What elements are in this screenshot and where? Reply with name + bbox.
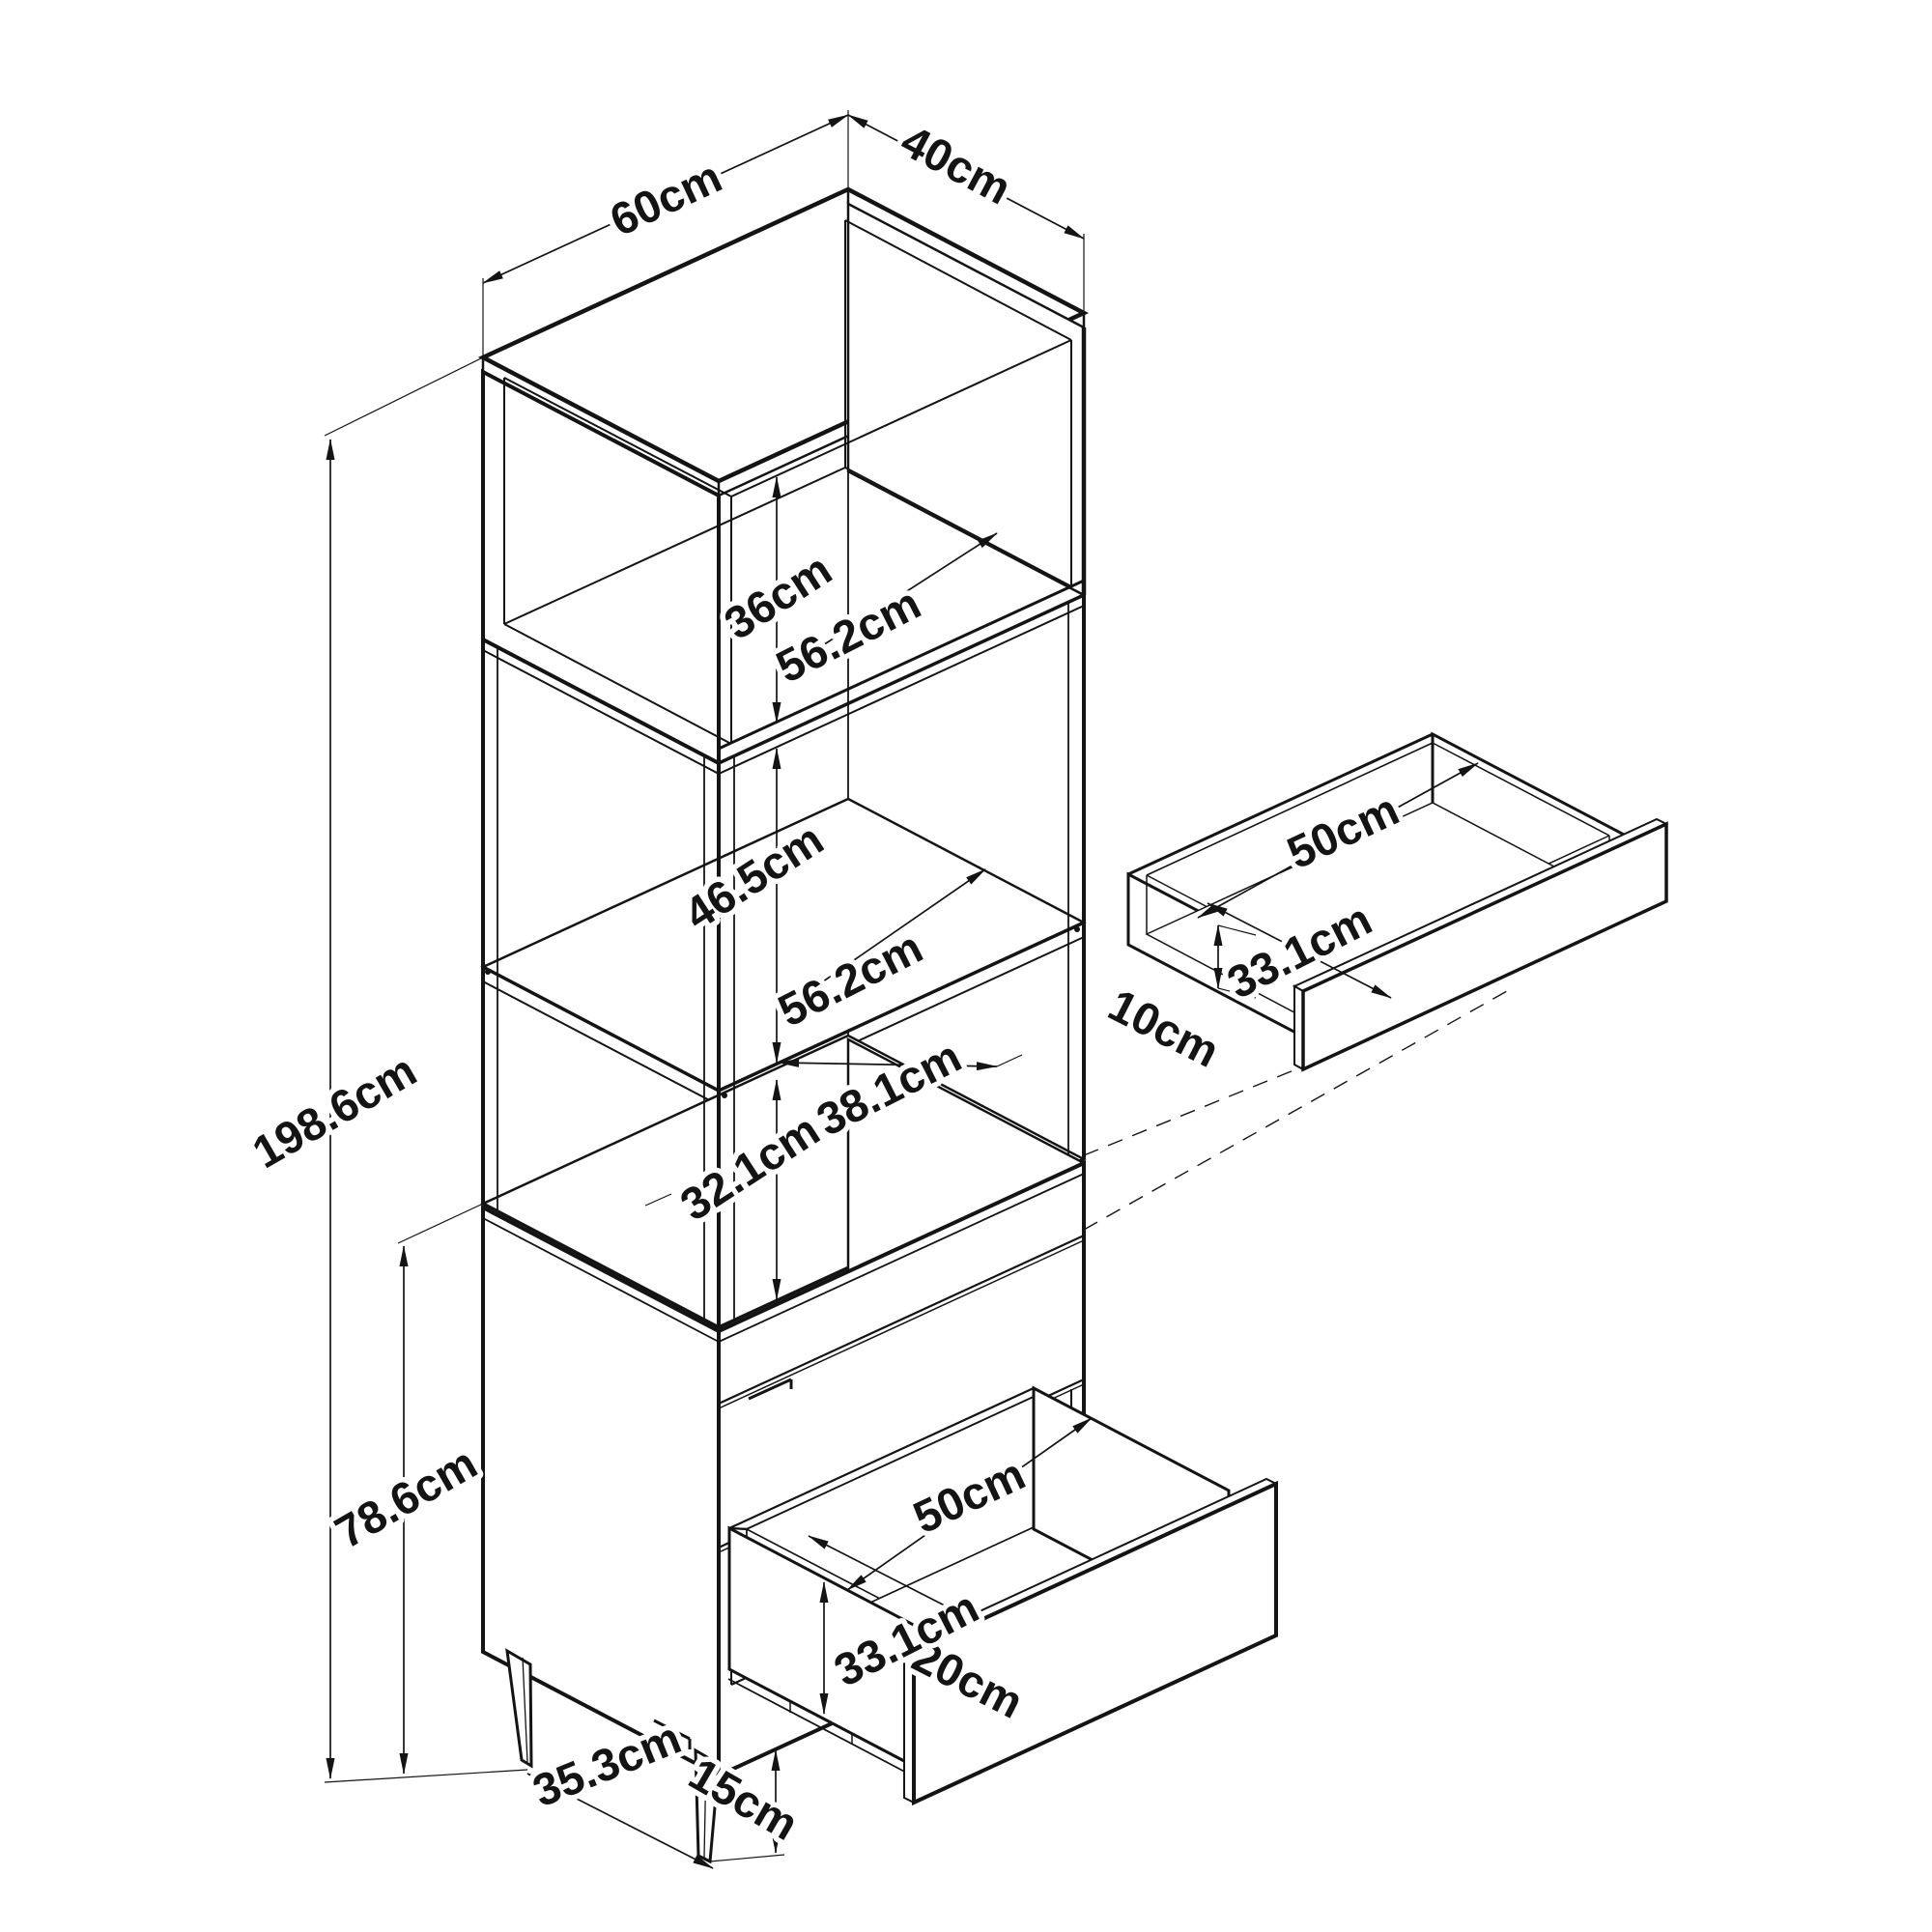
dim-50-top — [1197, 762, 1479, 919]
label-depth-top: 40cm — [893, 114, 1019, 213]
dim-38 — [778, 1058, 998, 1071]
upper-drawer-panel-face — [1301, 821, 1668, 1072]
top-compartment-interior — [503, 219, 1085, 751]
drawer-top-detail — [1126, 731, 1669, 1072]
base-front-top-band — [718, 1173, 1085, 1343]
dim-depth-40 — [847, 114, 1085, 240]
dim-33-bottom — [808, 1535, 980, 1624]
door-top-gap — [482, 1217, 720, 1343]
dim-width-60 — [482, 114, 849, 284]
door-handle-notch — [653, 1719, 692, 1749]
top-panel-thickness-edges — [481, 189, 1086, 496]
projection-lines — [1083, 990, 1508, 1231]
label-total-height: 198.6cm — [243, 1044, 424, 1179]
dim-35 — [526, 1773, 714, 1869]
label-base-height: 78.6cm — [327, 1436, 486, 1558]
dim-56-top — [784, 532, 998, 670]
dim-56-mid — [784, 868, 986, 1009]
label-width-top: 60cm — [602, 151, 728, 246]
drawer-front-panel-face — [912, 1480, 1278, 1806]
label-leg-spacing: 35.3cm — [526, 1712, 688, 1817]
dim-33-top — [1207, 902, 1392, 999]
frame-posts — [481, 595, 1086, 1327]
label-top-drawer-height: 10cm — [1100, 979, 1227, 1077]
